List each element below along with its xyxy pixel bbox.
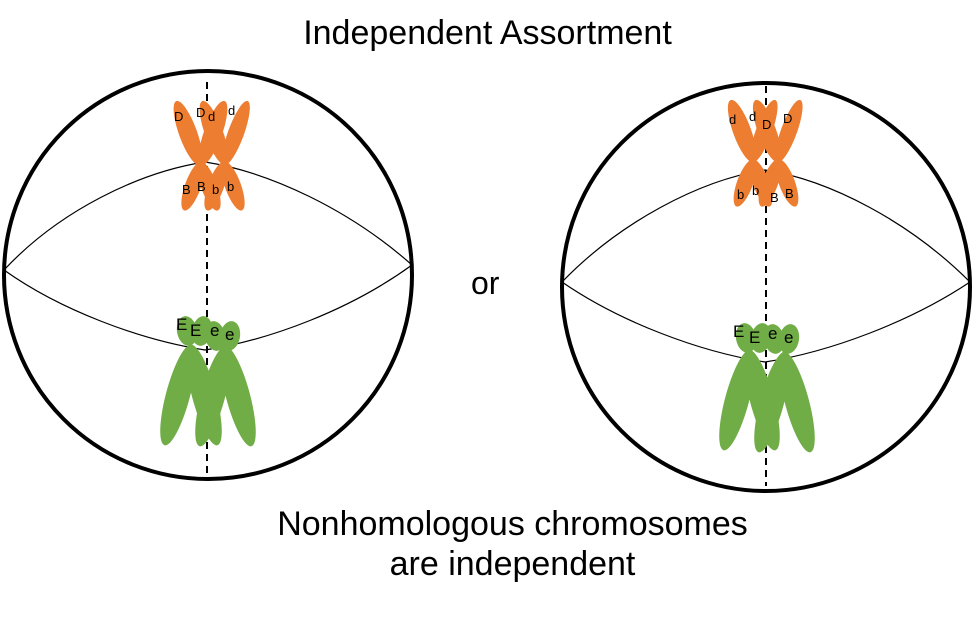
left-green-chromosome-pair: [160, 316, 256, 447]
allele-label: D: [174, 109, 183, 124]
allele-label: E: [749, 328, 760, 347]
left-green-allele-labels: E E e e: [176, 315, 234, 344]
allele-label: b: [752, 183, 759, 198]
left-orange-chromosome-pair: [173, 100, 250, 211]
diagram-title: Independent Assortment: [303, 14, 672, 52]
connector-or: or: [471, 265, 500, 301]
allele-label: b: [737, 187, 744, 202]
allele-label: B: [770, 190, 779, 205]
left-cell: D D d d B B b b E E: [2, 69, 414, 481]
right-green-chromosome-pair: [719, 323, 815, 453]
allele-label: B: [785, 186, 794, 201]
allele-label: D: [196, 105, 205, 120]
allele-label: B: [182, 182, 191, 197]
allele-label: b: [212, 182, 219, 197]
allele-label: d: [208, 109, 215, 124]
caption-line-1: Nonhomologous chromosomes: [277, 505, 748, 543]
allele-label: D: [762, 117, 771, 132]
allele-label: D: [783, 111, 792, 126]
allele-label: e: [225, 325, 234, 344]
right-green-allele-labels: E E e e: [733, 322, 793, 347]
right-orange-chromosome-pair: [727, 99, 803, 207]
allele-label: b: [227, 179, 234, 194]
allele-label: B: [197, 179, 206, 194]
left-cell-membrane: [2, 69, 414, 481]
caption-line-2: are independent: [389, 545, 636, 583]
right-orange-allele-labels: d d D D b b B B: [729, 109, 794, 205]
diagram-caption: Nonhomologous chromosomes are independen…: [0, 504, 975, 584]
allele-label: e: [210, 321, 219, 340]
right-cell-membrane: [560, 81, 972, 493]
allele-label: e: [768, 324, 777, 343]
allele-label: d: [228, 103, 235, 118]
left-orange-allele-labels: D D d d B B b b: [174, 103, 235, 197]
right-cell: d d D D b b B B E E: [560, 81, 972, 493]
allele-label: e: [784, 328, 793, 347]
allele-label: E: [733, 322, 744, 341]
allele-label: d: [729, 112, 736, 127]
allele-label: E: [190, 321, 201, 340]
allele-label: d: [749, 109, 756, 124]
left-spindle-lower: [3, 264, 413, 351]
allele-label: E: [176, 315, 187, 334]
